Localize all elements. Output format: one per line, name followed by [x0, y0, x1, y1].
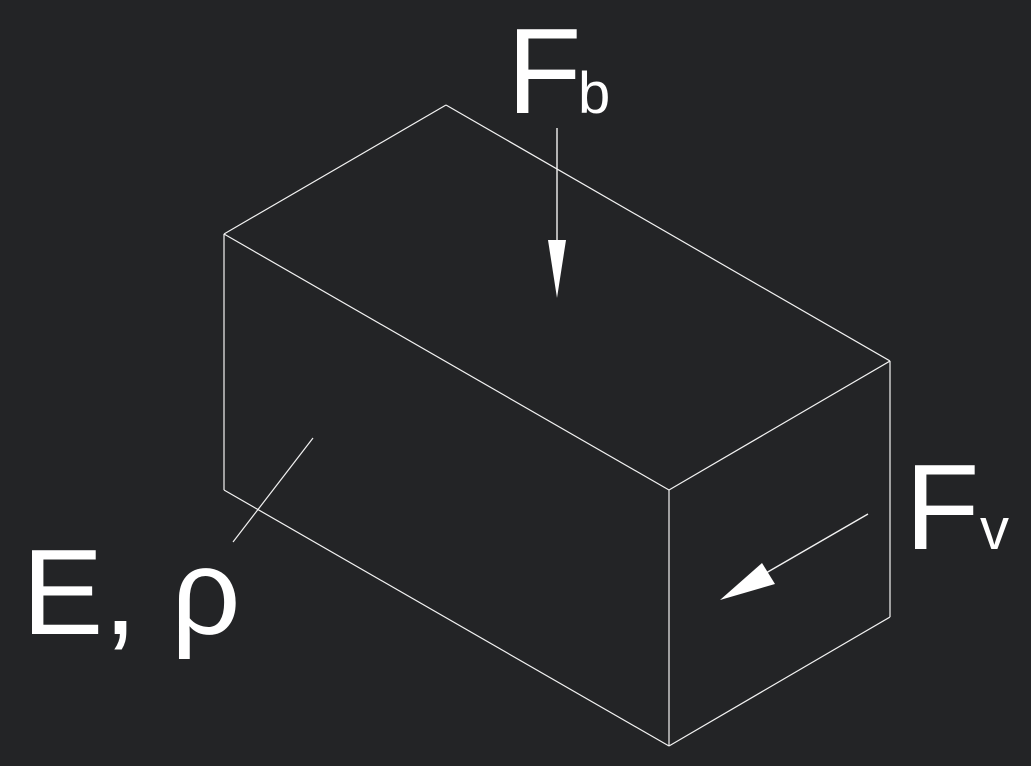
box-edge-bottom-right — [668, 616, 891, 747]
box-edge-top-back-right — [445, 104, 891, 362]
box-edge-top-front-left — [223, 233, 670, 491]
force-b-arrow — [548, 128, 566, 298]
force-v-subscript: v — [980, 497, 1009, 562]
force-v-arrow — [720, 513, 869, 600]
box-edge-top-back-left — [223, 104, 447, 235]
box-edge-top-front-right — [668, 360, 891, 491]
prism-box — [223, 104, 891, 747]
force-b-arrow-head — [548, 240, 566, 298]
force-v-label: F — [905, 439, 980, 575]
force-v-arrow-head — [720, 563, 775, 600]
material-properties-label: E, ρ — [22, 524, 241, 660]
force-b-subscript: b — [578, 61, 610, 126]
box-edge-bottom-left — [223, 489, 670, 747]
force-v-arrow-shaft — [765, 513, 869, 574]
force-b-label: F — [507, 3, 582, 139]
material-leader-line — [232, 437, 314, 543]
